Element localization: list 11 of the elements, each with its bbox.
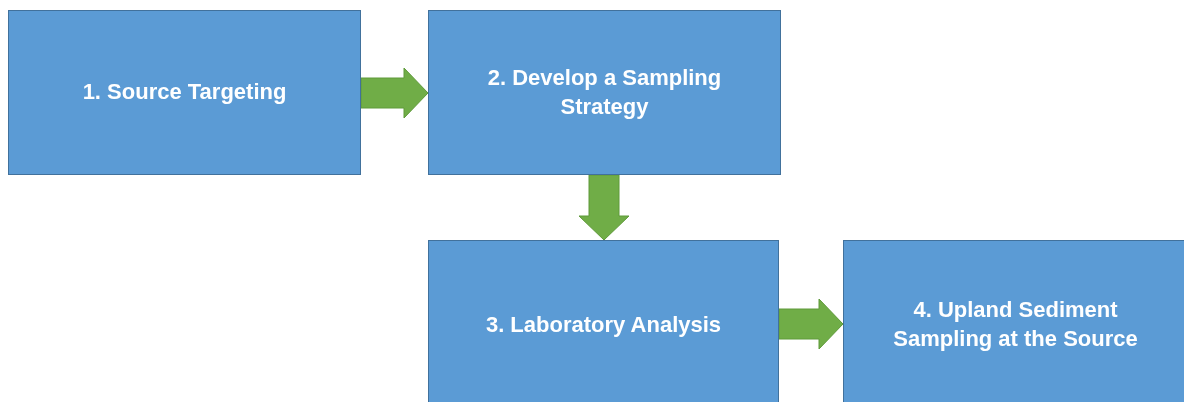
step-label: 4. Upland Sediment Sampling at the Source [892,296,1139,353]
step-label: 1. Source Targeting [81,78,288,107]
step-label: 2. Develop a Sampling Strategy [486,63,723,121]
process-box [8,10,361,175]
block-arrow [360,67,429,119]
block-arrow [578,174,630,241]
process-box [428,10,781,175]
process-box [428,240,779,402]
block-arrow [778,298,844,350]
process-box [843,240,1184,402]
step-label: 3. Laboratory Analysis [484,310,723,339]
